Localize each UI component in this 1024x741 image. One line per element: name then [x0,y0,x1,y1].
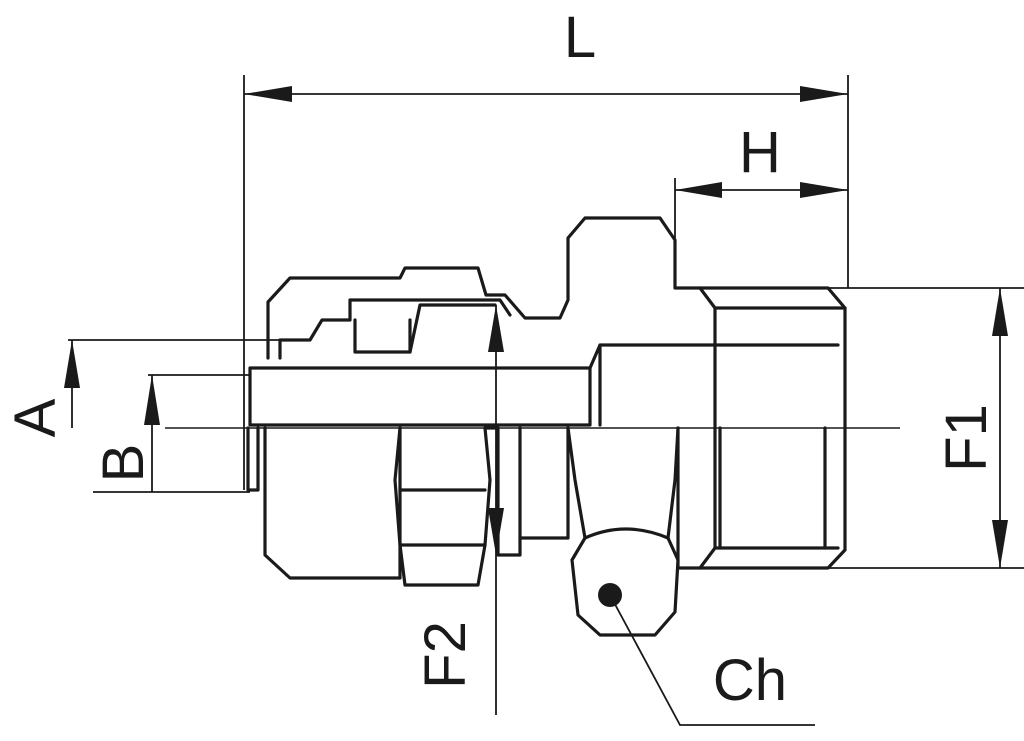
label-H: H [739,120,781,185]
label-A: A [3,398,68,437]
fitting-body [165,216,900,637]
body-centre [588,343,717,427]
dimension-F1: F1 [828,287,1024,569]
centre-hex [566,426,680,637]
callout-Ch: Ch [598,583,815,726]
dimension-F2: F2 [413,305,504,715]
dimension-H: H [674,120,848,240]
label-L: L [564,5,596,70]
label-F2: F2 [413,621,478,689]
label-Ch: Ch [713,648,787,713]
union-nut-lower [263,426,402,580]
tube [248,366,592,427]
dimension-A: A [3,339,280,437]
dimension-B: B [91,374,250,493]
label-B: B [91,444,156,483]
label-F1: F1 [934,404,999,472]
union-nut-upper [266,216,702,360]
dimension-L: L [243,5,849,490]
